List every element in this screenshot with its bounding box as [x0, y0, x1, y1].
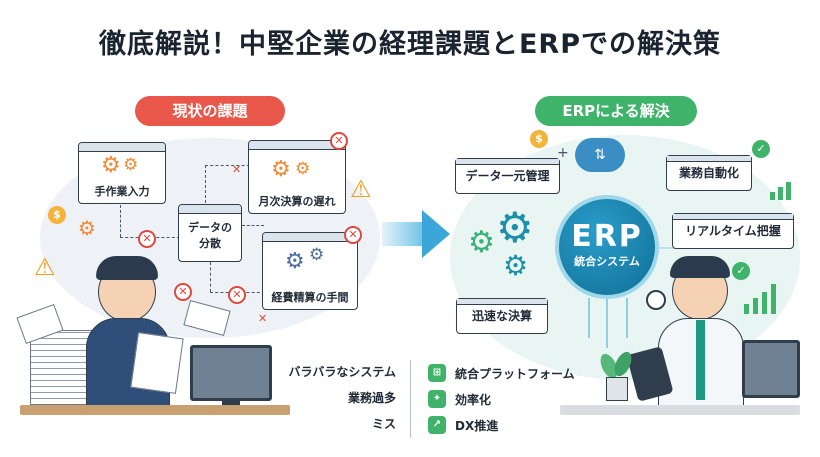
error-icon: ✕: [228, 286, 246, 304]
window-expense-hassle: ⚙ ⚙ 経費精算の手間: [262, 232, 358, 310]
transition-arrow-head: [422, 210, 450, 258]
desk: [560, 405, 800, 415]
solution-label: 統合プラットフォーム: [455, 366, 575, 381]
gear-icon: ⚙: [78, 216, 96, 240]
dollar-coin-icon: $: [530, 130, 548, 148]
problem-item: バラバラなシステム: [288, 365, 396, 379]
erp-subtitle: 統合システム: [574, 255, 640, 268]
problem-item: ミス: [371, 417, 396, 431]
dollar-coin-icon: $: [48, 206, 66, 224]
gear-icon: ⚙: [285, 249, 305, 274]
warning-icon: ⚠: [350, 175, 372, 203]
solution-item: ⊞ 統合プラットフォーム: [428, 360, 575, 386]
page-title: 徹底解説！中堅企業の経理課題とERPでの解決策: [98, 29, 722, 60]
error-icon: ✕: [344, 226, 362, 244]
clock-icon: [646, 290, 666, 310]
efficiency-icon: ✦: [428, 390, 446, 408]
transition-arrow: [382, 222, 424, 246]
gear-icon: ⚙: [468, 225, 495, 260]
connector-line: [210, 262, 211, 292]
box-data-centralized: データ一元管理: [455, 158, 560, 194]
platform-icon: ⊞: [428, 364, 446, 382]
person-hair: [670, 256, 730, 278]
error-icon: ✕: [258, 312, 268, 325]
solution-item: ✦ 効率化: [428, 386, 575, 412]
held-documents: [130, 332, 184, 394]
growth-chart-icon: [770, 178, 800, 200]
desk: [20, 405, 290, 415]
window-label: 経費精算の手間: [271, 291, 349, 304]
box-label: 迅速な決算: [471, 309, 532, 323]
window-data-scattered: データの 分散: [178, 204, 242, 262]
error-icon: ✕: [330, 132, 348, 150]
box-quick-close: 迅速な決算: [456, 298, 548, 334]
gear-icon: ⚙: [503, 249, 529, 282]
check-icon: ✓: [752, 140, 770, 158]
erp-solution-heading: ERPによる解決: [535, 96, 697, 126]
person-hair: [96, 256, 158, 280]
error-icon: ✕: [174, 283, 192, 301]
person-tie: [696, 320, 705, 400]
connector-line: [242, 225, 264, 226]
growth-chart-icon: [744, 282, 784, 314]
problems-list: バラバラなシステム 業務過多 ミス: [288, 362, 396, 440]
gear-icon: ⚙: [101, 153, 121, 178]
window-manual-input: ⚙ ⚙ 手作業入力: [78, 142, 166, 204]
check-icon: ✓: [732, 262, 750, 280]
monitor-stand: [222, 400, 240, 406]
connector-line: [205, 165, 255, 166]
solution-label: 効率化: [455, 392, 492, 407]
solution-label: DX推進: [455, 418, 499, 433]
list-divider: [410, 360, 411, 438]
box-label: データ一元管理: [465, 169, 550, 183]
dx-icon: ↗: [428, 416, 446, 434]
erp-title: ERP: [571, 219, 643, 254]
connector-line: [205, 165, 206, 203]
window-label: 月次決算の遅れ: [258, 195, 336, 208]
plus-icon: +: [557, 145, 569, 161]
gear-icon: ⚙: [295, 159, 311, 179]
window-label: 分散: [199, 237, 221, 250]
gear-icon: ⚙: [271, 157, 291, 182]
cloud-icon: ⇅: [575, 138, 625, 172]
gear-icon: ⚙: [309, 245, 325, 265]
warning-icon: ⚠: [34, 253, 56, 281]
erp-core: ERP 統合システム: [555, 195, 659, 299]
computer-monitor: [190, 345, 272, 401]
computer-monitor: [742, 340, 800, 398]
solutions-list: ⊞ 統合プラットフォーム ✦ 効率化 ↗ DX推進: [428, 360, 575, 438]
circuit-lines: [606, 298, 608, 348]
box-label: リアルタイム把握: [685, 224, 781, 238]
error-icon: ✕: [232, 163, 242, 176]
error-icon: ✕: [138, 230, 156, 248]
connector-line: [120, 205, 121, 237]
box-label: 業務自動化: [678, 166, 739, 180]
window-label: データの: [188, 221, 232, 234]
window-label: 手作業入力: [94, 185, 150, 198]
solution-item: ↗ DX推進: [428, 412, 575, 438]
current-issues-heading: 現状の課題: [135, 96, 285, 126]
problem-item: 業務過多: [347, 391, 396, 405]
circuit-lines: [588, 298, 628, 338]
box-automation: 業務自動化: [666, 155, 752, 191]
gear-icon: ⚙: [123, 155, 139, 175]
gear-icon: ⚙: [496, 203, 534, 252]
window-monthly-close-delay: ⚙ ⚙ 月次決算の遅れ: [248, 140, 346, 214]
box-realtime: リアルタイム把握: [672, 213, 794, 249]
